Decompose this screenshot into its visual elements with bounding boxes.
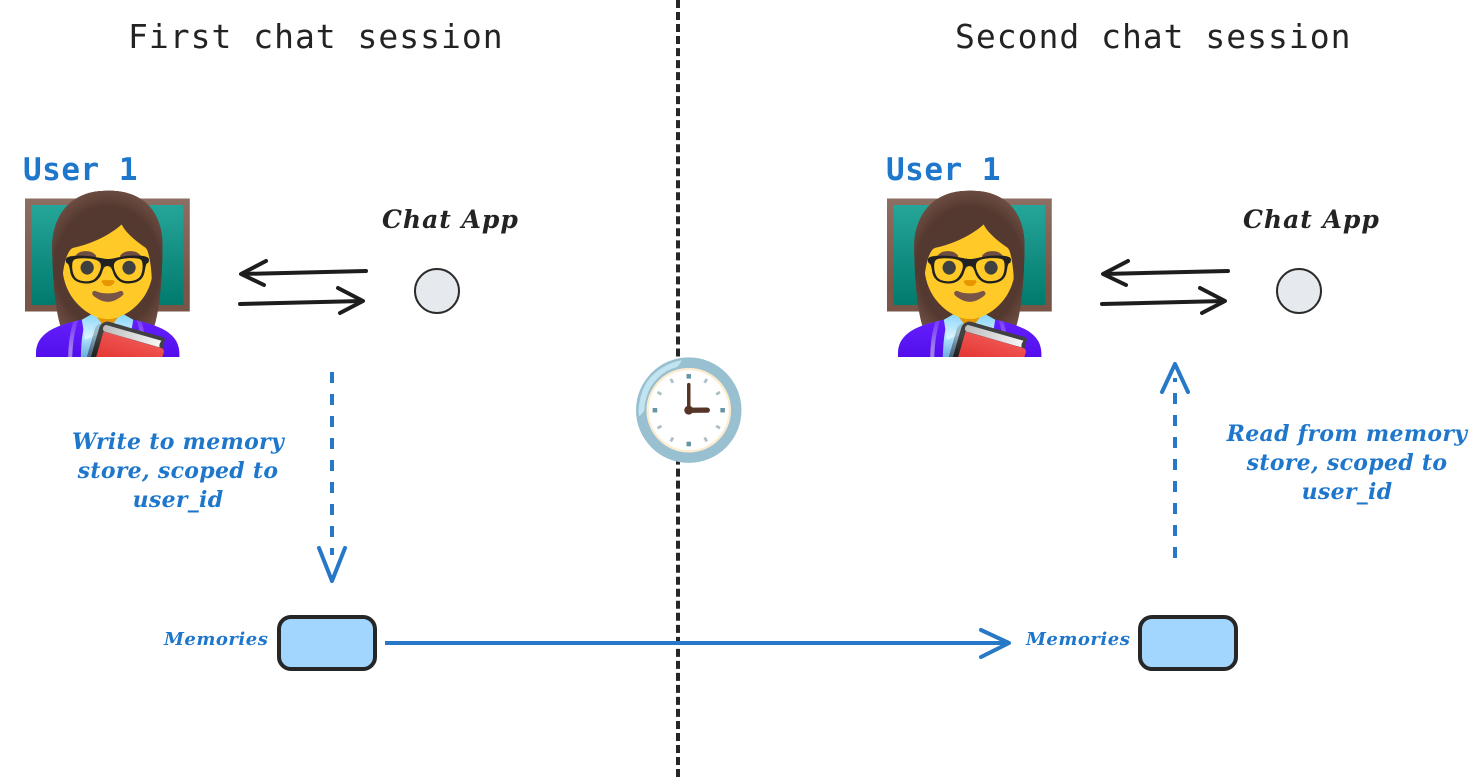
clock-icon: 🕒 xyxy=(629,354,749,466)
right-exchange-arrows xyxy=(1100,259,1230,315)
left-annotation-text: Write to memory store, scoped to user_id xyxy=(71,429,285,513)
left-memories-label: Memories xyxy=(164,629,269,650)
session-divider xyxy=(676,0,680,777)
left-session-title: First chat session xyxy=(128,17,504,56)
left-avatar-woman-teacher-icon: 👩‍🏫 xyxy=(14,188,201,362)
right-user-label: User 1 xyxy=(886,152,1001,188)
right-memories-label: Memories xyxy=(1026,629,1131,650)
right-chat-app-circle-icon xyxy=(1276,268,1322,314)
right-read-dashed-arrow-up-icon xyxy=(1160,362,1190,558)
right-session-title: Second chat session xyxy=(955,17,1352,56)
left-write-dashed-arrow-down-icon xyxy=(317,372,347,583)
left-exchange-arrows xyxy=(238,259,368,315)
left-memory-store-box xyxy=(277,615,377,671)
right-memory-store-box xyxy=(1138,615,1238,671)
right-chat-app-label: Chat App xyxy=(1243,205,1380,234)
left-chat-app-label: Chat App xyxy=(382,205,519,234)
right-avatar-woman-teacher-icon: 👩‍🏫 xyxy=(876,188,1063,362)
left-user-label: User 1 xyxy=(23,152,138,188)
left-chat-app-circle-icon xyxy=(414,268,460,314)
persistence-arrow-right-icon xyxy=(385,628,1011,659)
right-annotation-text: Read from memory store, scoped to user_i… xyxy=(1226,421,1468,505)
